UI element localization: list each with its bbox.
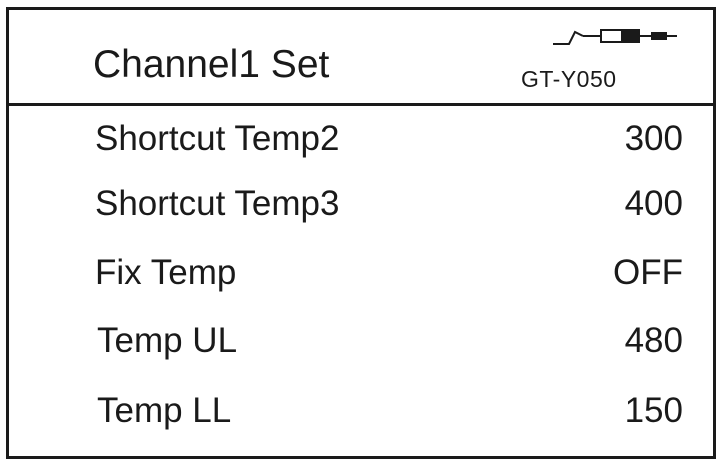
- screen-header: Channel1 Set GT-Y050: [9, 10, 713, 106]
- setting-value[interactable]: OFF: [613, 253, 683, 292]
- tool-model-label: GT-Y050: [521, 66, 617, 92]
- page-title: Channel1 Set: [93, 43, 330, 86]
- setting-label: Temp LL: [97, 391, 232, 430]
- setting-row-shortcut-temp3[interactable]: Shortcut Temp3 400: [9, 182, 713, 232]
- setting-row-shortcut-temp2[interactable]: Shortcut Temp2 300: [9, 117, 713, 167]
- setting-label: Shortcut Temp2: [95, 119, 340, 158]
- settings-screen: Channel1 Set GT-Y050 Shortcut Temp2 300 …: [6, 7, 716, 459]
- setting-label: Temp UL: [97, 321, 238, 360]
- setting-value[interactable]: 300: [624, 119, 683, 158]
- soldering-iron-icon: [553, 29, 677, 45]
- setting-row-fix-temp[interactable]: Fix Temp OFF: [9, 251, 713, 301]
- setting-label: Shortcut Temp3: [95, 184, 340, 223]
- setting-row-temp-ll[interactable]: Temp LL 150: [9, 389, 713, 439]
- setting-value[interactable]: 400: [624, 184, 683, 223]
- setting-value[interactable]: 480: [624, 321, 683, 360]
- setting-label: Fix Temp: [95, 253, 237, 292]
- setting-row-temp-ul[interactable]: Temp UL 480: [9, 319, 713, 369]
- setting-value[interactable]: 150: [624, 391, 683, 430]
